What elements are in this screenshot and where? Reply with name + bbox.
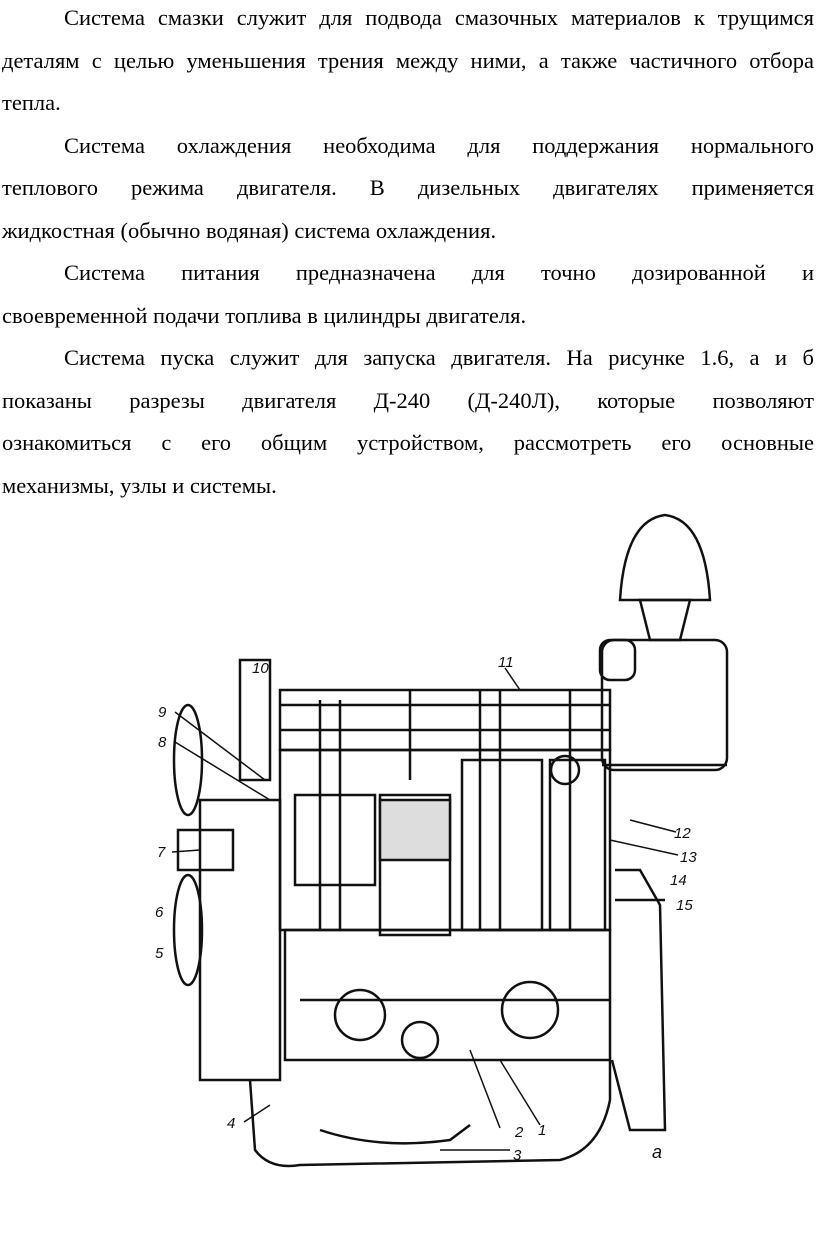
text-line: Система смазки служит для подвода смазоч… (64, 5, 814, 30)
text-line: Система питания предназначена для точно … (64, 260, 814, 285)
label-8: 8 (158, 734, 167, 751)
label-12: 12 (674, 825, 691, 842)
paragraph-cooling: Система охлаждения необходима для поддер… (2, 128, 814, 256)
label-13: 13 (680, 849, 697, 866)
part-labels: 1 2 3 4 5 6 7 8 9 10 11 12 13 14 15 а (155, 654, 697, 1164)
label-15: 15 (676, 897, 693, 914)
engine-drawing (172, 513, 729, 1168)
label-14: 14 (670, 872, 687, 889)
label-11: 11 (498, 654, 514, 671)
text-line: тепла. (2, 90, 61, 115)
label-7: 7 (157, 844, 166, 861)
text-line: своевременной подачи топлива в цилиндры … (2, 302, 527, 328)
paragraph-lubrication: Система смазки служит для подвода смазоч… (2, 0, 814, 128)
text-line: Система охлаждения необходима для поддер… (64, 132, 814, 158)
engine-cross-section-figure: 1 2 3 4 5 6 7 8 9 10 11 12 13 14 15 а (155, 513, 729, 1168)
label-3: 3 (513, 1147, 522, 1164)
text-line: теплового режима двигателя. В дизельных … (2, 175, 814, 200)
label-4: 4 (227, 1115, 235, 1132)
text-line: деталям с целью уменьшения трения между … (2, 47, 814, 73)
paragraph-starting: Система пуска служит для запуска двигате… (2, 340, 814, 510)
text-line: механизмы, узлы и системы. (2, 472, 277, 498)
text-line: жидкостная (обычно водяная) система охла… (2, 217, 497, 243)
text-line: показаны разрезы двигателя Д-240 (Д-240Л… (2, 387, 814, 413)
text-line: ознакомиться с его общим устройством, ра… (2, 430, 814, 455)
paragraph-fuel: Система питания предназначена для точно … (2, 255, 814, 340)
label-1: 1 (538, 1122, 546, 1139)
figure-letter: а (652, 1142, 662, 1162)
body-text: Система смазки служит для подвода смазоч… (2, 0, 814, 510)
label-10: 10 (252, 660, 269, 677)
label-9: 9 (158, 704, 167, 721)
label-2: 2 (514, 1124, 524, 1141)
label-6: 6 (155, 904, 164, 921)
text-line: Система пуска служит для запуска двигате… (64, 345, 814, 370)
label-5: 5 (155, 945, 164, 962)
leader-lines (171, 667, 679, 1151)
